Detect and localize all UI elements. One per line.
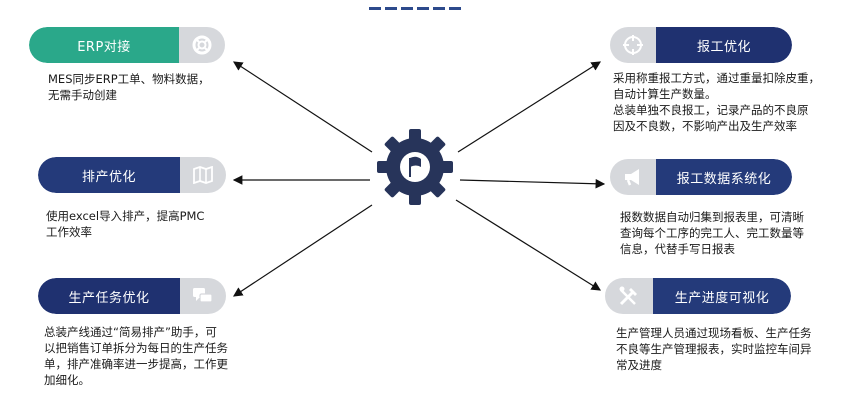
task-pill[interactable]: 生产任务优化 bbox=[38, 278, 226, 314]
chat-icon bbox=[180, 278, 226, 314]
baogong-pill[interactable]: 报工优化 bbox=[610, 27, 792, 63]
erp-pill[interactable]: ERP对接 bbox=[29, 27, 225, 63]
progress-desc: 生产管理人员通过现场看板、生产任务 不良等生产管理报表，实时监控车间异 常及进度 bbox=[616, 326, 812, 372]
baogong-label: 报工优化 bbox=[656, 27, 792, 63]
arrow-to-data bbox=[459, 178, 606, 189]
data-desc: 报数数据自动归集到报表里，可清晰 查询每个工序的完工人、完工数量等 信息，代替手… bbox=[620, 210, 804, 256]
arrow-to-progress bbox=[455, 199, 602, 291]
arrow-to-baogong bbox=[457, 61, 602, 153]
erp-label: ERP对接 bbox=[29, 27, 179, 63]
megaphone-icon bbox=[610, 159, 656, 195]
lifebuoy-icon bbox=[179, 27, 225, 63]
map-icon bbox=[180, 157, 226, 193]
tools-icon bbox=[605, 278, 653, 314]
arrow-to-task bbox=[232, 204, 373, 297]
target-icon bbox=[610, 27, 656, 63]
baogong-desc: 采用称重报工方式，通过重量扣除皮重， 自动计算生产数量。 总装单独不良报工，记录… bbox=[613, 71, 820, 133]
paichan-label: 排产优化 bbox=[38, 157, 180, 193]
data-pill[interactable]: 报工数据系统化 bbox=[610, 159, 792, 195]
data-label: 报工数据系统化 bbox=[656, 159, 792, 195]
progress-label: 生产进度可视化 bbox=[653, 278, 791, 314]
task-desc: 总装产线通过“简易排产”助手，可 以把销售订单拆分为每日的生产任务 单，排产准确… bbox=[44, 325, 228, 387]
paichan-desc: 使用excel导入排产，提高PMC 工作效率 bbox=[46, 209, 205, 239]
task-label: 生产任务优化 bbox=[38, 278, 180, 314]
progress-pill[interactable]: 生产进度可视化 bbox=[605, 278, 791, 314]
flag-gear-icon bbox=[377, 129, 453, 205]
paichan-pill[interactable]: 排产优化 bbox=[38, 157, 226, 193]
top-accent-bar bbox=[369, 7, 465, 10]
erp-desc: MES同步ERP工单、物料数据， 无需手动创建 bbox=[48, 72, 210, 102]
arrow-to-erp bbox=[232, 61, 373, 153]
